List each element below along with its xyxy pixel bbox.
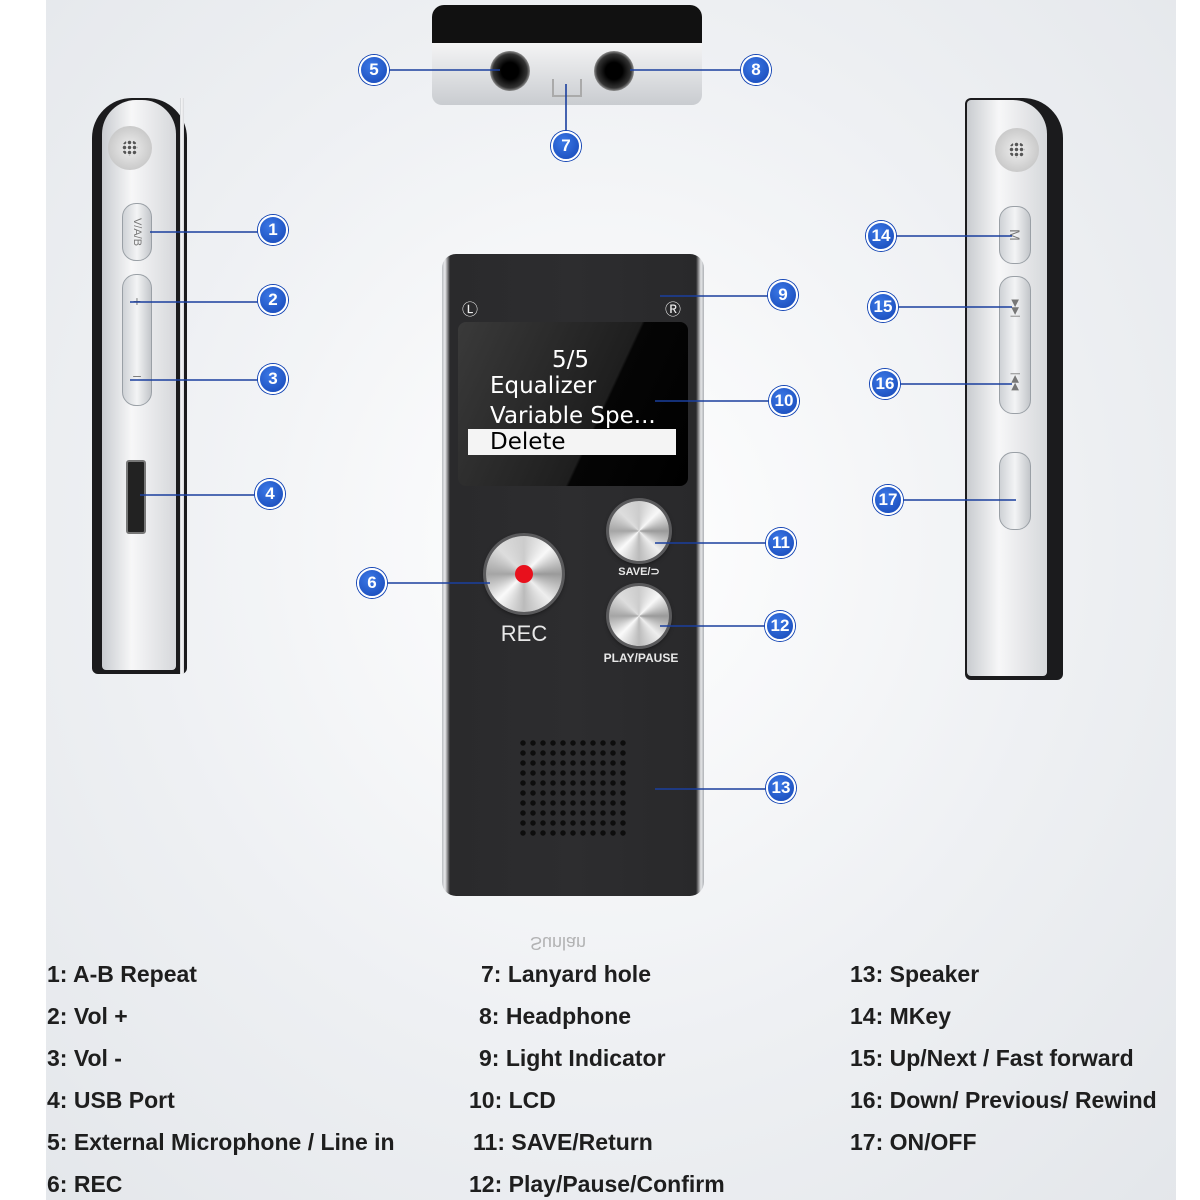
legend-item: 14: MKey xyxy=(850,1003,951,1029)
callout-2: 2 xyxy=(258,285,288,315)
callout-4: 4 xyxy=(255,479,285,509)
legend-item: 11: SAVE/Return xyxy=(473,1129,653,1155)
legend-item: 5: External Microphone / Line in xyxy=(47,1129,395,1155)
lcd-screen: 5/5 Equalizer Variable Spe... Delete xyxy=(458,322,688,486)
callout-13: 13 xyxy=(766,773,796,803)
menu-item-delete[interactable]: Delete xyxy=(490,429,566,455)
legend-item: 3: Vol - xyxy=(47,1045,122,1071)
callout-16: 16 xyxy=(870,369,900,399)
play-pause-label: PLAY/PAUSE xyxy=(603,651,679,665)
callout-11: 11 xyxy=(766,528,796,558)
legend-item: 16: Down/ Previous/ Rewind xyxy=(850,1087,1157,1113)
power-switch[interactable] xyxy=(999,452,1031,530)
callout-10: 10 xyxy=(769,386,799,416)
right-light-indicator: Ⓡ xyxy=(665,302,682,319)
m-key-button[interactable]: M xyxy=(999,206,1031,264)
speaker-grill xyxy=(518,738,628,840)
usb-port[interactable] xyxy=(126,460,146,534)
legend-item: 2: Vol + xyxy=(47,1003,128,1029)
callout-5: 5 xyxy=(359,55,389,85)
legend-item: 1: A-B Repeat xyxy=(47,961,197,987)
legend-item: 4: USB Port xyxy=(47,1087,175,1113)
top-view xyxy=(432,5,702,105)
mic-jack[interactable] xyxy=(490,51,530,91)
microphone-icon xyxy=(108,126,152,170)
volume-rocker[interactable]: + – xyxy=(122,274,152,406)
legend-item: 9: Light Indicator xyxy=(479,1045,666,1071)
vol-up-label: + xyxy=(132,293,142,309)
play-pause-button[interactable] xyxy=(609,586,669,646)
legend-item: 10: LCD xyxy=(469,1087,556,1113)
callout-12: 12 xyxy=(765,611,795,641)
rec-dot-icon xyxy=(515,565,533,583)
callout-17: 17 xyxy=(873,485,903,515)
rec-label: REC xyxy=(500,621,548,646)
legend-item: 12: Play/Pause/Confirm xyxy=(469,1171,725,1197)
lanyard-hole xyxy=(552,79,582,97)
menu-counter: 5/5 xyxy=(552,347,590,373)
menu-item-delete-selected[interactable] xyxy=(468,429,676,455)
save-return-button[interactable] xyxy=(609,501,669,561)
callout-6: 6 xyxy=(357,568,387,598)
right-side-view: M ▶▶| |◀◀ xyxy=(965,98,1063,680)
callout-1: 1 xyxy=(258,215,288,245)
callout-9: 9 xyxy=(768,280,798,310)
callout-15: 15 xyxy=(868,292,898,322)
legend-item: 15: Up/Next / Fast forward xyxy=(850,1045,1134,1071)
microphone-icon xyxy=(995,128,1039,172)
callout-7: 7 xyxy=(551,131,581,161)
vol-down-label: – xyxy=(133,367,141,383)
menu-item-variable-speed[interactable]: Variable Spe... xyxy=(490,403,656,429)
legend-item: 8: Headphone xyxy=(479,1003,632,1029)
legend-item: 17: ON/OFF xyxy=(850,1129,977,1155)
left-margin xyxy=(0,0,46,1200)
menu-item-equalizer[interactable]: Equalizer xyxy=(490,373,597,399)
rec-button[interactable] xyxy=(486,536,562,612)
right-margin xyxy=(1176,0,1200,1200)
left-side-view: V/A/B + – xyxy=(92,98,187,674)
left-light-indicator: Ⓛ xyxy=(462,302,479,319)
legend-item: 13: Speaker xyxy=(850,961,980,987)
callout-14: 14 xyxy=(866,221,896,251)
callout-8: 8 xyxy=(741,55,771,85)
callout-3: 3 xyxy=(258,364,288,394)
legend-item: 7: Lanyard hole xyxy=(481,961,651,987)
save-label: SAVE/⊃ xyxy=(618,566,660,578)
legend-item: 6: REC xyxy=(47,1171,123,1197)
next-prev-rocker[interactable]: ▶▶| |◀◀ xyxy=(999,276,1031,414)
headphone-jack[interactable] xyxy=(594,51,634,91)
